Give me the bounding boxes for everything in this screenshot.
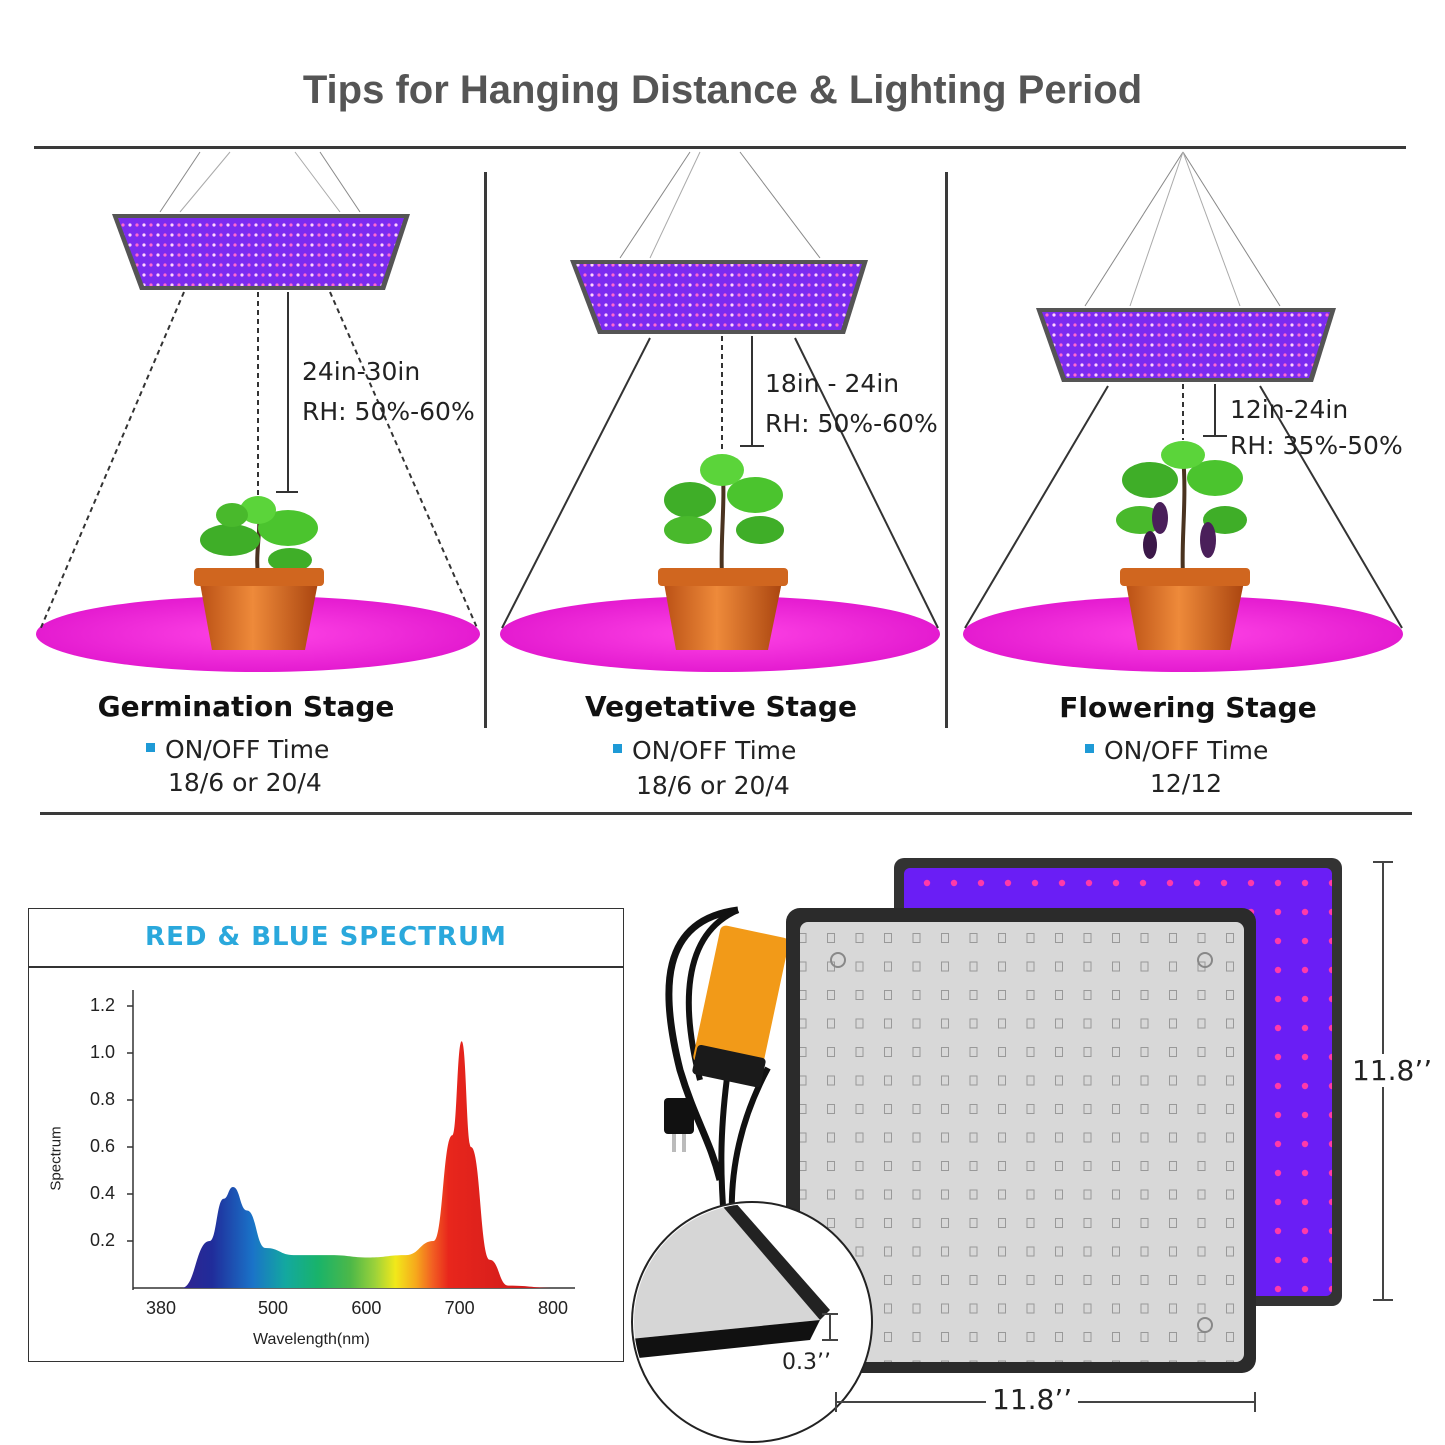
flowering-distance: 12in-24in RH: 35%-50% bbox=[1230, 390, 1403, 466]
x-axis-label: Wavelength(nm) bbox=[253, 1331, 370, 1348]
bullet-icon bbox=[1085, 743, 1094, 753]
flowering-illustration bbox=[963, 151, 1403, 672]
y-tick-label: 0.4 bbox=[90, 1183, 116, 1203]
germination-distance: 24in-30in RH: 50%-60% bbox=[302, 352, 475, 432]
column-divider-1 bbox=[484, 172, 487, 728]
x-tick-label: 800 bbox=[538, 1298, 569, 1318]
spectrum-chart-frame bbox=[28, 908, 624, 1362]
x-tick-label: 600 bbox=[351, 1298, 382, 1318]
power-driver bbox=[693, 925, 789, 1075]
product-panels bbox=[631, 858, 1393, 1443]
flowering-stage-title: Flowering Stage bbox=[1059, 691, 1317, 724]
page-title: Tips for Hanging Distance & Lighting Per… bbox=[302, 68, 1143, 112]
spectrum-curve bbox=[181, 1041, 555, 1288]
thickness-dimension: 0.3’’ bbox=[782, 1350, 831, 1375]
vegetative-distance-value: 18in - 24in bbox=[765, 369, 900, 398]
power-plug bbox=[664, 1098, 694, 1134]
germination-onoff-value: 18/6 or 20/4 bbox=[168, 768, 322, 797]
bullet-icon bbox=[146, 742, 155, 752]
vegetative-onoff-value: 18/6 or 20/4 bbox=[636, 771, 790, 800]
flowering-onoff-value: 12/12 bbox=[1150, 769, 1223, 798]
flowering-distance-value: 12in-24in bbox=[1230, 395, 1349, 424]
width-dimension: 11.8’’ bbox=[986, 1383, 1079, 1416]
top-divider bbox=[34, 146, 1406, 149]
germination-onoff: ON/OFF Time bbox=[146, 735, 329, 764]
y-tick-marks bbox=[127, 1005, 133, 1242]
y-axis-label: Spectrum bbox=[47, 1126, 65, 1191]
middle-divider bbox=[40, 812, 1412, 815]
vegetative-stage-title: Vegetative Stage bbox=[585, 690, 857, 723]
vegetative-rh-value: RH: 50%-60% bbox=[765, 409, 938, 438]
y-tick-label: 1.0 bbox=[90, 1042, 116, 1062]
x-tick-label: 700 bbox=[444, 1298, 475, 1318]
germination-onoff-label: ON/OFF Time bbox=[165, 735, 330, 764]
column-divider-2 bbox=[945, 172, 948, 728]
y-tick-label: 1.2 bbox=[90, 995, 116, 1015]
spectrum-chart bbox=[127, 990, 575, 1290]
flowering-onoff-label: ON/OFF Time bbox=[1104, 736, 1269, 765]
y-tick-label: 0.2 bbox=[90, 1230, 116, 1250]
stages-illustration bbox=[36, 151, 1403, 672]
x-tick-label: 500 bbox=[258, 1298, 289, 1318]
germination-stage-title: Germination Stage bbox=[97, 690, 395, 723]
vegetative-onoff-label: ON/OFF Time bbox=[632, 736, 797, 765]
flowering-onoff: ON/OFF Time bbox=[1085, 736, 1268, 765]
spectrum-title: RED & BLUE SPECTRUM bbox=[145, 922, 507, 952]
spectrum-title-divider bbox=[28, 966, 624, 968]
vegetative-onoff: ON/OFF Time bbox=[613, 736, 796, 765]
x-tick-label: 380 bbox=[146, 1298, 177, 1318]
vegetative-illustration bbox=[500, 151, 940, 672]
flowering-rh-value: RH: 35%-50% bbox=[1230, 431, 1403, 460]
y-tick-label: 0.8 bbox=[90, 1089, 116, 1109]
germination-distance-value: 24in-30in bbox=[302, 357, 421, 386]
germination-rh-value: RH: 50%-60% bbox=[302, 397, 475, 426]
vegetative-distance: 18in - 24in RH: 50%-60% bbox=[765, 364, 938, 444]
height-dimension: 11.8’’ bbox=[1350, 1054, 1435, 1087]
y-tick-label: 0.6 bbox=[90, 1136, 116, 1156]
germination-illustration bbox=[36, 151, 480, 672]
bullet-icon bbox=[613, 743, 622, 753]
